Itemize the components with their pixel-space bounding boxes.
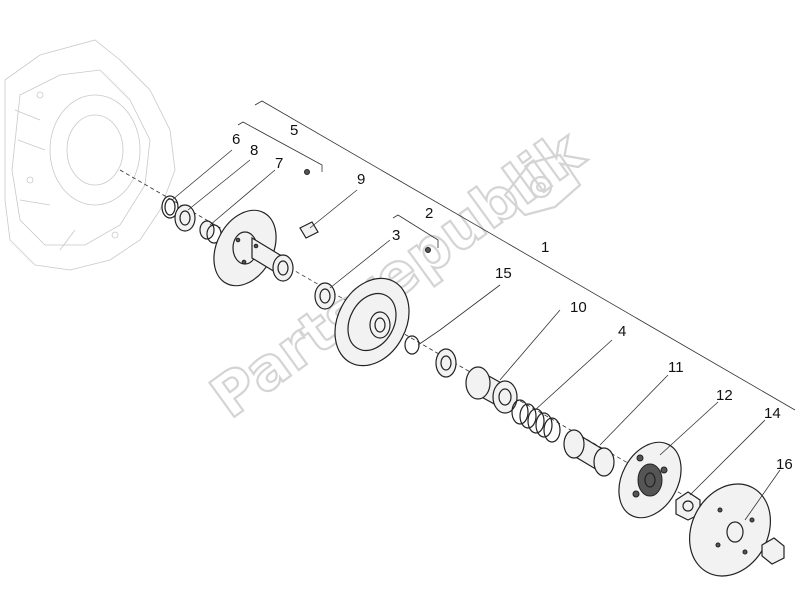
part-10-sleeve <box>465 366 518 414</box>
label-part-2: 2 <box>425 205 433 222</box>
part-2-movable-half-pulley <box>334 277 410 367</box>
label-part-3: 3 <box>392 227 400 244</box>
label-part-16: 16 <box>776 456 793 473</box>
part-4-spring <box>511 399 561 443</box>
label-part-12: 12 <box>716 387 733 404</box>
part-8-bearing <box>174 204 196 232</box>
part-6-snap-ring <box>161 195 179 219</box>
part-3-seal <box>314 282 336 310</box>
label-part-4: 4 <box>618 323 626 340</box>
label-part-5: 5 <box>290 122 298 139</box>
label-part-1: 1 <box>541 239 549 256</box>
label-part-14: 14 <box>764 405 781 422</box>
label-part-6: 6 <box>232 131 240 148</box>
part-16-clutch-bell <box>688 483 772 577</box>
gear-flag-icon <box>503 153 582 217</box>
label-part-7: 7 <box>275 155 283 172</box>
part-12-clutch <box>618 441 682 519</box>
leader-lines <box>171 149 781 521</box>
assembly-brackets <box>237 100 796 411</box>
part-16-washer <box>761 537 785 565</box>
label-part-11: 11 <box>668 359 684 376</box>
part-labels: 6 5 8 7 9 2 3 1 15 10 4 11 12 14 16 <box>232 122 793 473</box>
part-15-bearing <box>435 348 457 378</box>
part-9-pin <box>299 221 319 239</box>
engine-casing-outline <box>4 39 176 271</box>
label-part-9: 9 <box>357 171 365 188</box>
part-15-o-ring <box>404 335 420 355</box>
label-part-8: 8 <box>250 142 258 159</box>
part-5-fixed-half-pulley <box>213 209 294 287</box>
part-11-spacer <box>563 429 615 477</box>
label-part-10: 10 <box>570 299 587 316</box>
label-part-15: 15 <box>495 265 512 282</box>
